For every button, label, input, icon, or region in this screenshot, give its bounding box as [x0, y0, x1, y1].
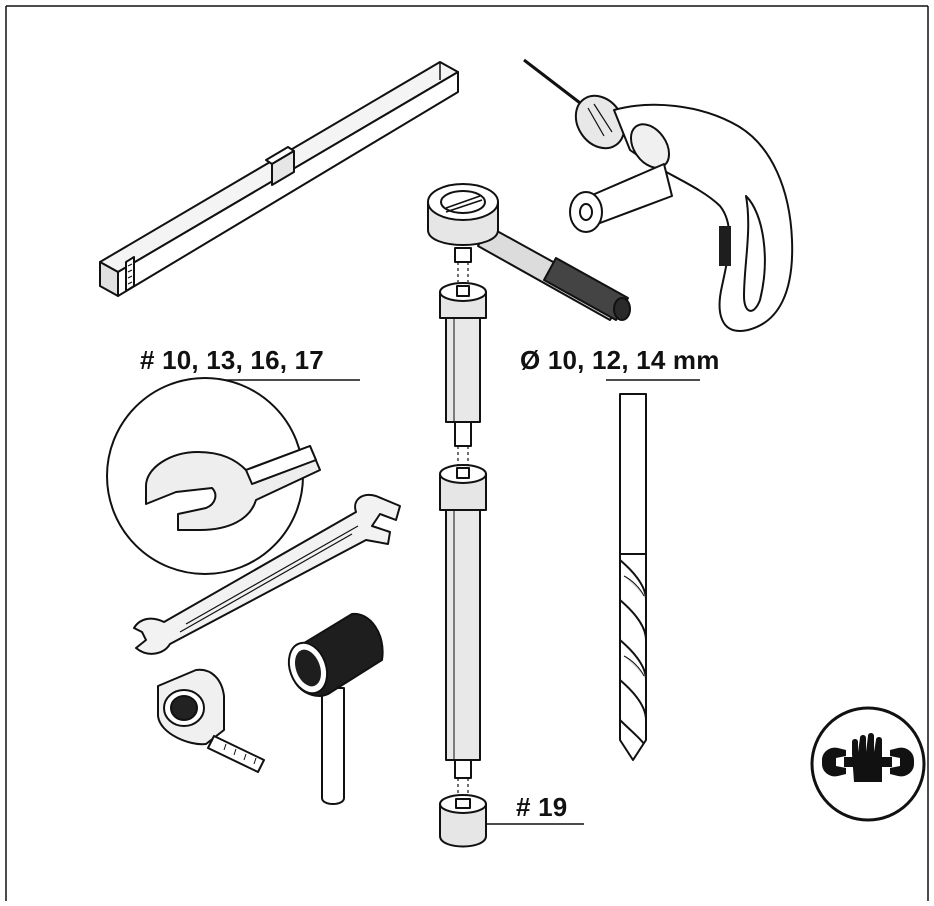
mallet-icon [287, 612, 384, 805]
tape-measure-icon [157, 668, 265, 773]
spirit-level-icon [99, 61, 459, 297]
socket-size-label: # 19 [516, 792, 568, 822]
socket-wrench-set-icon [427, 183, 631, 848]
drill-bit-icon [606, 379, 700, 761]
tools-and-gloves-icon [810, 706, 926, 822]
open-end-wrench-icon [106, 377, 360, 575]
combination-wrench-icon [133, 494, 401, 655]
wrench-sizes-label: # 10, 13, 16, 17 [140, 345, 324, 375]
page-frame [5, 5, 929, 901]
power-drill-icon [523, 58, 794, 332]
drill-bit-sizes-label: Ø 10, 12, 14 mm [520, 345, 720, 375]
